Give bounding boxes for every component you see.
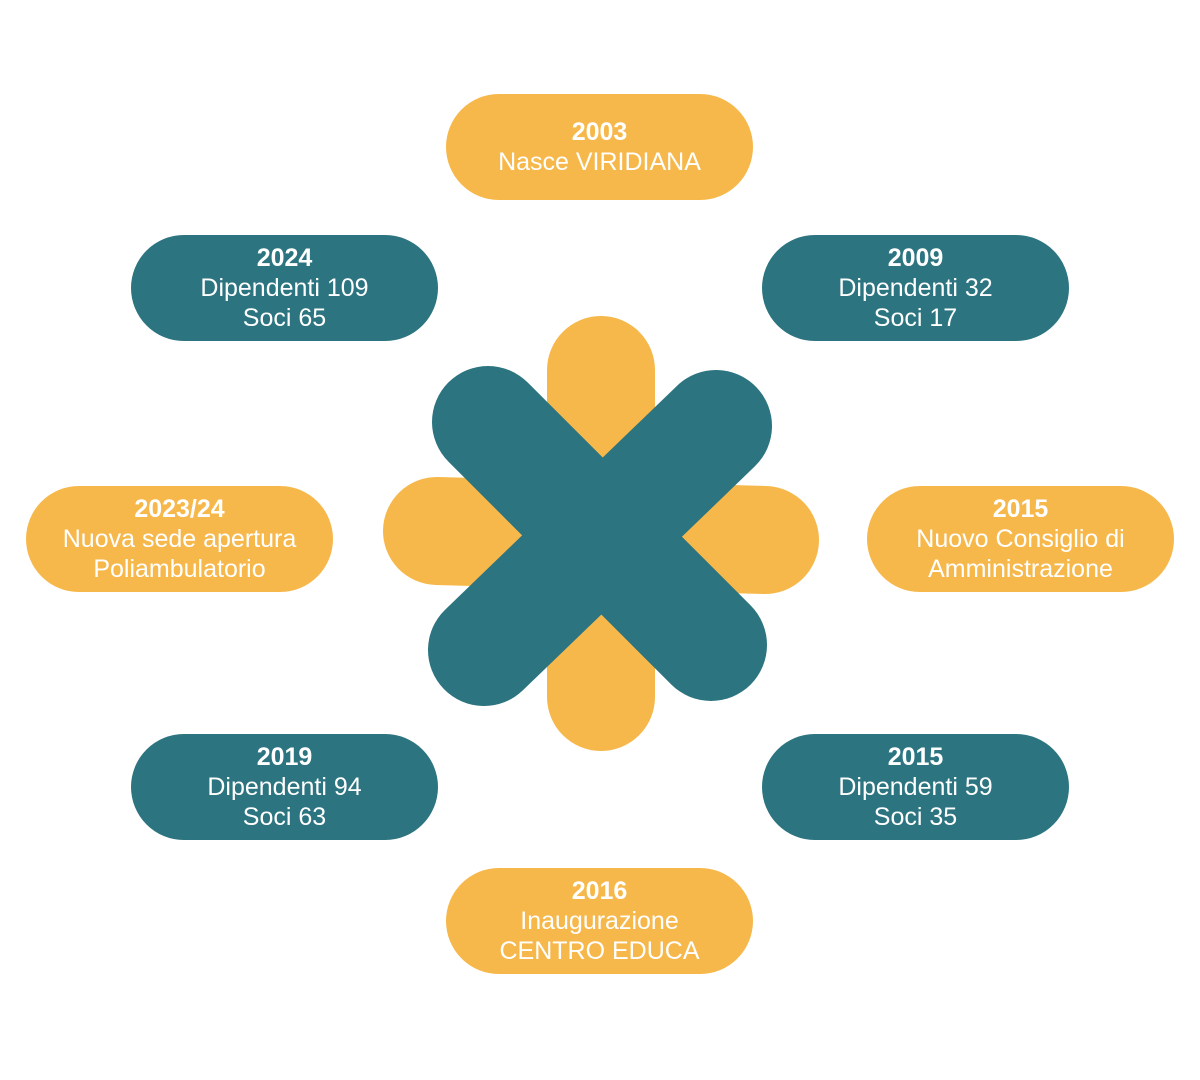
milestone-2024: 2024 Dipendenti 109 Soci 65 — [131, 235, 438, 341]
milestone-2009: 2009 Dipendenti 32 Soci 17 — [762, 235, 1069, 341]
milestone-text: Soci 65 — [242, 304, 327, 332]
milestone-year: 2015 — [887, 743, 944, 771]
milestone-text: CENTRO EDUCA — [499, 937, 700, 965]
milestone-text: Nuovo Consiglio di — [916, 525, 1125, 553]
milestone-text: Soci 35 — [873, 803, 958, 831]
x-shape — [428, 366, 772, 706]
milestone-text: Soci 63 — [242, 803, 327, 831]
milestone-year: 2016 — [571, 877, 628, 905]
milestone-year: 2023/24 — [134, 495, 225, 523]
milestone-text: Dipendenti 109 — [200, 274, 369, 302]
asterisk-cross-logo-icon — [383, 316, 819, 751]
milestone-text: Nasce VIRIDIANA — [498, 148, 701, 176]
milestone-2016: 2016 Inaugurazione CENTRO EDUCA — [446, 868, 753, 974]
milestone-2015-consiglio: 2015 Nuovo Consiglio di Amministrazione — [867, 486, 1174, 592]
milestone-year: 2015 — [992, 495, 1049, 523]
milestone-text: Dipendenti 32 — [838, 274, 993, 302]
milestone-text: Amministrazione — [928, 555, 1113, 583]
milestone-2019: 2019 Dipendenti 94 Soci 63 — [131, 734, 438, 840]
milestone-year: 2003 — [571, 118, 628, 146]
milestone-2003: 2003 Nasce VIRIDIANA — [446, 94, 753, 200]
milestone-2015-dipendenti: 2015 Dipendenti 59 Soci 35 — [762, 734, 1069, 840]
milestone-year: 2019 — [256, 743, 313, 771]
milestone-2023-24: 2023/24 Nuova sede apertura Poliambulato… — [26, 486, 333, 592]
milestone-year: 2024 — [256, 244, 313, 272]
milestone-year: 2009 — [887, 244, 944, 272]
milestone-text: Inaugurazione — [520, 907, 679, 935]
milestone-text: Soci 17 — [873, 304, 958, 332]
milestone-text: Poliambulatorio — [93, 555, 266, 583]
milestone-text: Nuova sede apertura — [62, 525, 297, 553]
milestone-text: Dipendenti 59 — [838, 773, 993, 801]
milestone-text: Dipendenti 94 — [207, 773, 362, 801]
